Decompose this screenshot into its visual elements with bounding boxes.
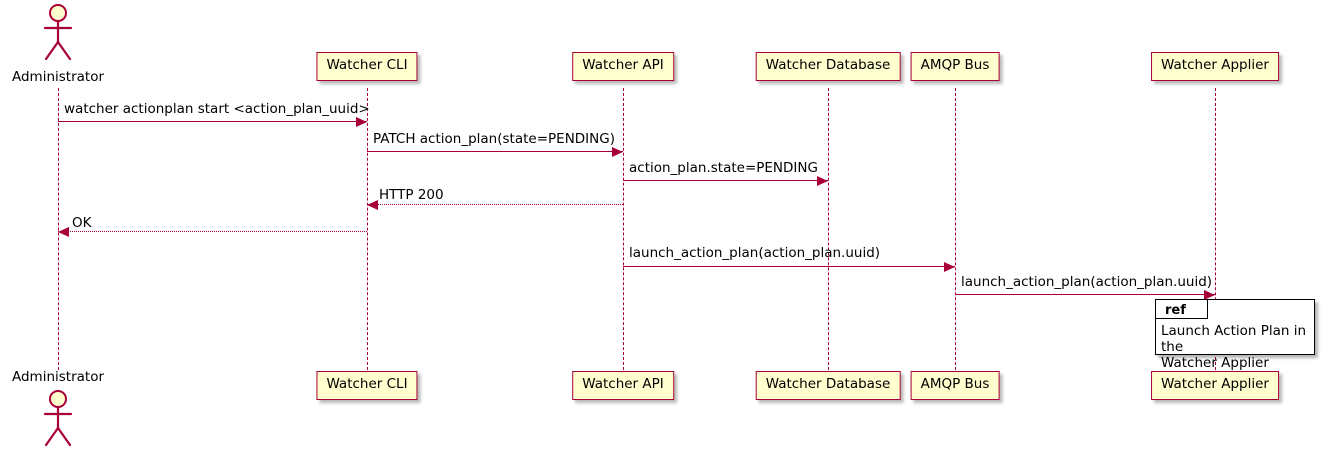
actor-icon-administrator-bottom — [38, 390, 78, 446]
message-arrowhead-m6 — [944, 261, 955, 272]
message-label-m7: launch_action_plan(action_plan.uuid) — [961, 274, 1213, 290]
lifeline-amqp-bus — [955, 88, 956, 370]
message-line-m7 — [955, 294, 1215, 295]
lifeline-watcher-cli — [367, 88, 368, 370]
message-line-m6 — [623, 266, 955, 267]
message-label-m4: HTTP 200 — [379, 187, 444, 203]
message-line-m3 — [623, 180, 828, 181]
participant-watcher-applier-top[interactable]: Watcher Applier — [1151, 52, 1279, 81]
participant-label-amqp-bus-bottom: AMQP Bus — [920, 376, 990, 392]
participant-label-administrator-bottom: Administrator — [11, 369, 105, 385]
message-label-m1: watcher actionplan start <action_plan_uu… — [64, 101, 370, 117]
message-line-m2 — [367, 151, 623, 152]
participant-watcher-api-bottom[interactable]: Watcher API — [572, 371, 674, 400]
participant-label-watcher-db-bottom: Watcher Database — [765, 376, 891, 392]
participant-label-watcher-cli-top: Watcher CLI — [326, 57, 408, 73]
participant-label-watcher-applier-top: Watcher Applier — [1161, 57, 1269, 73]
message-line-m5 — [58, 231, 367, 232]
participant-amqp-bus-top[interactable]: AMQP Bus — [910, 52, 1000, 81]
actor-icon-administrator-top — [38, 4, 78, 60]
participant-watcher-db-top[interactable]: Watcher Database — [755, 52, 901, 81]
ref-fragment-tab — [1156, 300, 1208, 319]
ref-fragment-tab-notch-icon — [1208, 300, 1218, 319]
participant-label-watcher-applier-bottom: Watcher Applier — [1161, 376, 1269, 392]
message-arrowhead-m5 — [58, 226, 69, 237]
message-arrowhead-m2 — [612, 146, 623, 157]
ref-fragment-keyword: ref — [1165, 303, 1186, 318]
lifeline-watcher-db — [828, 88, 829, 370]
message-arrowhead-m7 — [1204, 289, 1215, 300]
message-label-m6: launch_action_plan(action_plan.uuid) — [629, 245, 881, 261]
participant-label-watcher-api-top: Watcher API — [582, 57, 664, 73]
participant-label-watcher-cli-bottom: Watcher CLI — [326, 376, 408, 392]
message-arrowhead-m1 — [356, 116, 367, 127]
participant-amqp-bus-bottom[interactable]: AMQP Bus — [910, 371, 1000, 400]
participant-watcher-cli-top[interactable]: Watcher CLI — [316, 52, 418, 81]
message-arrowhead-m3 — [817, 175, 828, 186]
participant-watcher-cli-bottom[interactable]: Watcher CLI — [316, 371, 418, 400]
message-label-m5: OK — [72, 215, 92, 231]
participant-label-watcher-api-bottom: Watcher API — [582, 376, 664, 392]
participant-label-administrator-top: Administrator — [11, 69, 105, 85]
message-arrowhead-m4 — [367, 199, 378, 210]
participant-watcher-applier-bottom[interactable]: Watcher Applier — [1151, 371, 1279, 400]
ref-fragment-text: Launch Action Plan in the Watcher Applie… — [1161, 323, 1307, 371]
participant-label-watcher-db-top: Watcher Database — [765, 57, 891, 73]
message-label-m3: action_plan.state=PENDING — [629, 160, 818, 176]
participant-watcher-db-bottom[interactable]: Watcher Database — [755, 371, 901, 400]
message-line-m1 — [58, 121, 367, 122]
participant-watcher-api-top[interactable]: Watcher API — [572, 52, 674, 81]
lifeline-watcher-api — [623, 88, 624, 370]
message-label-m2: PATCH action_plan(state=PENDING) — [373, 131, 615, 147]
message-line-m4 — [367, 204, 623, 205]
lifeline-watcher-applier — [1215, 88, 1216, 370]
participant-label-amqp-bus-top: AMQP Bus — [920, 57, 990, 73]
